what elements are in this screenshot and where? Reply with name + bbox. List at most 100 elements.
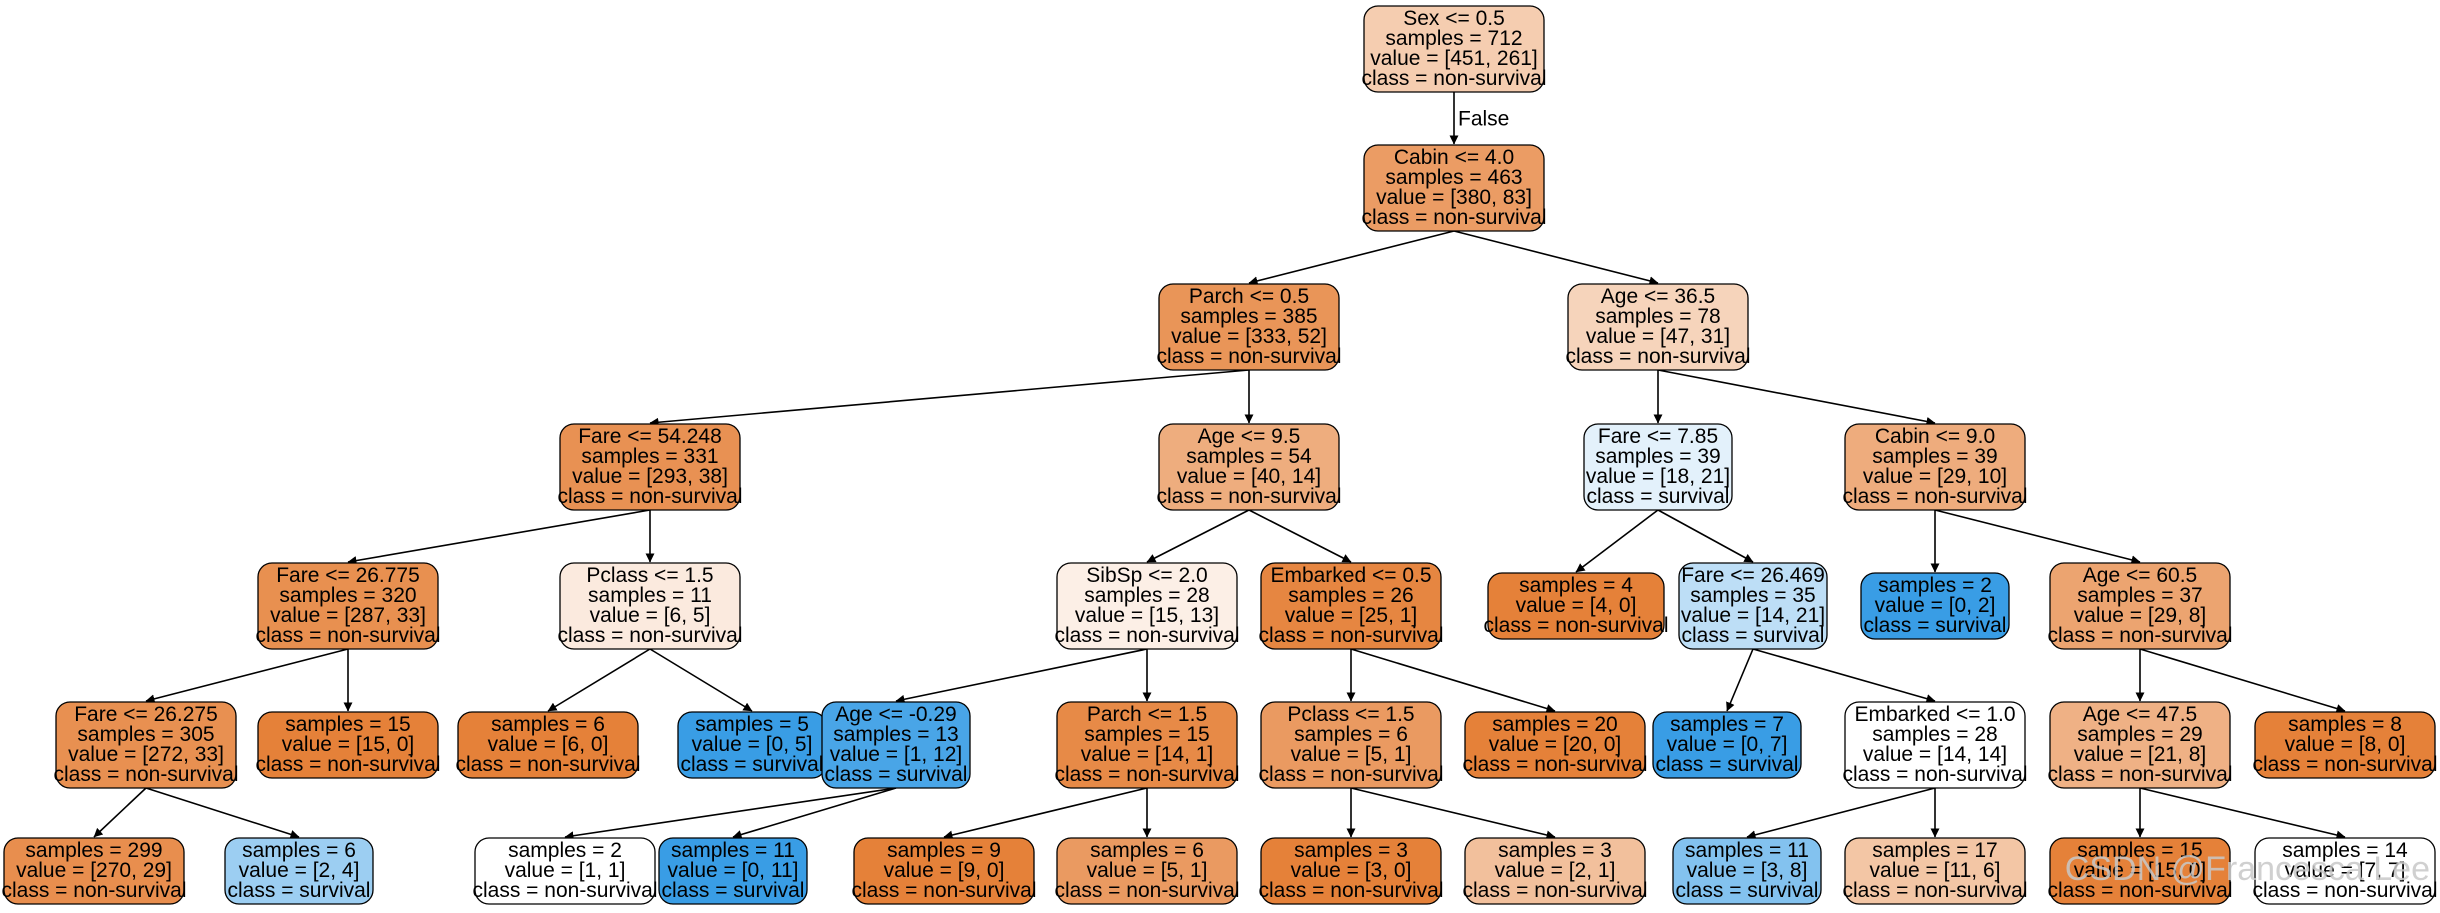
node-text-line: class = non-survival [1843, 485, 2028, 508]
node-box [559, 562, 741, 650]
node-box [1678, 562, 1828, 650]
node-text-line: class = non-survival [1484, 614, 1669, 637]
node-text-line: value = [333, 52] [1171, 325, 1327, 348]
node-text-line: class = non-survival [256, 753, 441, 776]
tree-edge [1575, 509, 1659, 573]
node-box [1652, 711, 1802, 779]
node-text-line: Embarked <= 1.0 [1854, 703, 2015, 726]
node-text-line: value = [14, 1] [1081, 743, 1214, 766]
node-text-line: value = [0, 7] [1667, 733, 1788, 756]
tree-edge [1657, 369, 1936, 426]
node-text-line: Sex <= 0.5 [1403, 7, 1505, 30]
node-box [658, 837, 808, 905]
node-box [1844, 701, 2026, 789]
node-text-line: class = survival [825, 763, 968, 786]
tree-edge [895, 648, 1148, 704]
node-box [1260, 701, 1442, 789]
node-text-line: class = non-survival [1259, 879, 1444, 902]
node-text-line: value = [29, 10] [1863, 465, 2007, 488]
node-box [1158, 283, 1340, 371]
node-text-line: Fare <= 26.275 [74, 703, 218, 726]
tree-edge [649, 369, 1250, 427]
node-text-line: class = non-survival [1463, 879, 1648, 902]
node-box [1056, 701, 1238, 789]
tree-edge [347, 509, 651, 565]
node-text-line: class = non-survival [1055, 879, 1240, 902]
tree-edge [2139, 787, 2346, 840]
tree-edge [943, 787, 1148, 840]
node-text-line: Age <= -0.29 [835, 703, 956, 726]
node-box [1260, 837, 1442, 905]
tree-edge [1657, 509, 1754, 563]
node-text-line: value = [1, 1] [505, 859, 626, 882]
node-text-line: samples = 6 [242, 839, 356, 862]
node-box [55, 701, 237, 789]
node-text-line: samples = 14 [2282, 839, 2408, 862]
node-text-line: class = non-survival [1157, 345, 1342, 368]
node-text-line: value = [4, 0] [1516, 594, 1637, 617]
node-text-line: class = survival [1682, 624, 1825, 647]
node-text-line: class = non-survival [852, 879, 1037, 902]
node-text-line: Cabin <= 9.0 [1875, 425, 1995, 448]
node-text-line: Fare <= 54.248 [578, 425, 722, 448]
tree-edge [564, 787, 897, 841]
node-text-line: samples = 385 [1180, 305, 1317, 328]
node-box [1363, 5, 1545, 93]
node-text-line: samples = 15 [285, 713, 411, 736]
node-text-line: value = [20, 0] [1489, 733, 1622, 756]
node-text-line: value = [29, 8] [2074, 604, 2207, 627]
node-text-line: samples = 3 [1498, 839, 1612, 862]
node-box [257, 562, 439, 650]
node-text-line: class = non-survival [2048, 763, 2233, 786]
tree-edge [1453, 230, 1659, 286]
tree-edge [1726, 648, 1754, 712]
node-text-line: Age <= 47.5 [2083, 703, 2197, 726]
node-text-line: value = [6, 0] [488, 733, 609, 756]
node-text-line: value = [1, 12] [830, 743, 963, 766]
node-text-line: samples = 26 [1288, 584, 1414, 607]
node-text-line: samples = 712 [1385, 27, 1522, 50]
node-text-line: samples = 54 [1186, 445, 1312, 468]
tree-edge [1746, 787, 1936, 840]
node-text-line: class = non-survival [558, 485, 743, 508]
node-box [2254, 711, 2436, 779]
tree-edge [1752, 648, 1936, 703]
tree-edge [1146, 509, 1250, 563]
node-text-line: value = [2, 4] [239, 859, 360, 882]
node-box [3, 837, 185, 905]
tree-edge [145, 787, 300, 839]
node-text-line: value = [272, 33] [68, 743, 224, 766]
node-box [1363, 144, 1545, 232]
node-text-line: class = non-survival [1362, 206, 1547, 229]
tree-edge [2139, 648, 2346, 713]
node-text-line: class = non-survival [1843, 763, 2028, 786]
node-text-line: class = non-survival [473, 879, 658, 902]
node-text-line: samples = 2 [1878, 574, 1992, 597]
node-text-line: class = non-survival [1566, 345, 1751, 368]
node-text-line: value = [2, 1] [1495, 859, 1616, 882]
node-text-line: samples = 8 [2288, 713, 2402, 736]
node-text-line: value = [40, 14] [1177, 465, 1321, 488]
node-text-line: samples = 11 [671, 839, 795, 862]
node-text-line: value = [25, 1] [1285, 604, 1418, 627]
